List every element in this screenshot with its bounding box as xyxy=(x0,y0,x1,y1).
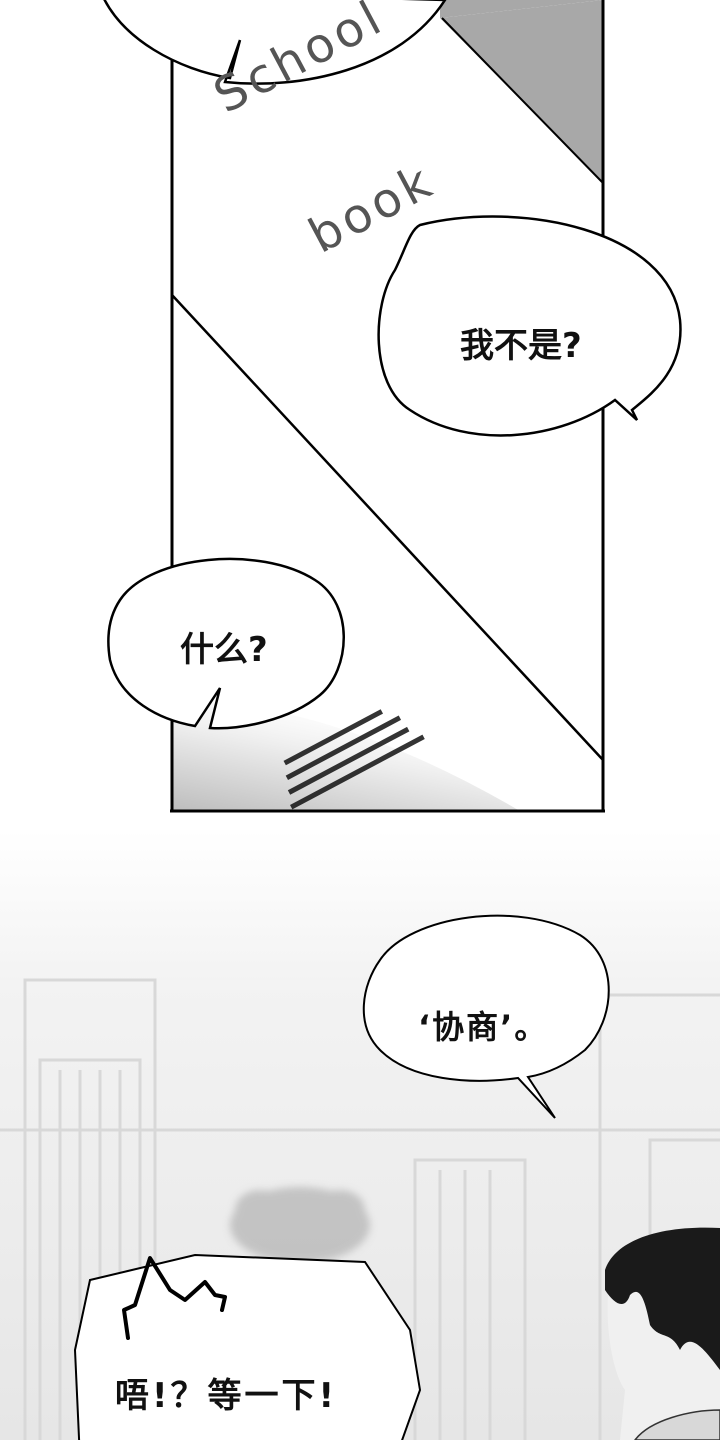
character-back-of-head xyxy=(605,1227,720,1440)
panel-room-scene: ‘协商’。 唔!？等一下! xyxy=(0,830,720,1440)
panel-book-art xyxy=(103,0,682,813)
bubble-text-4: 唔!？等一下! xyxy=(115,1376,338,1416)
printed-text-block xyxy=(283,709,425,810)
flinch-sound-effect xyxy=(122,1256,227,1340)
bubble-text-1: 我不是? xyxy=(460,326,582,366)
panel-book-closeup: School book 我不是? 什么? xyxy=(103,0,682,813)
room-background-art xyxy=(0,830,720,1440)
bubble-text-2: 什么? xyxy=(180,630,268,670)
bubble-text-3: ‘协商’。 xyxy=(418,1008,549,1046)
